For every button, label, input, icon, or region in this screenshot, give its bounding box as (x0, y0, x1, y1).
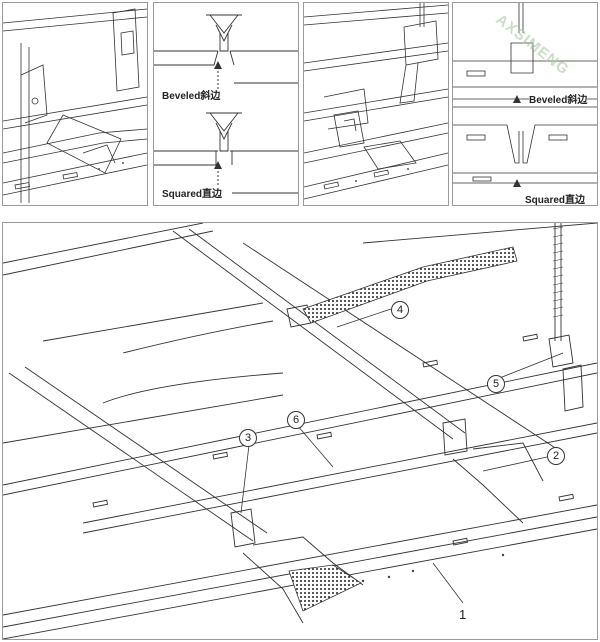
callout-4: 4 (391, 301, 409, 319)
callout-3: 3 (239, 429, 257, 447)
detail-panel-grid-corner (2, 2, 148, 206)
detail-panel-edge-profiles: Beveled斜边 Squared直边 (153, 2, 299, 206)
clip-profile-drawing (453, 3, 597, 187)
beveled-edge-label-b: Beveled斜边 (529, 91, 588, 106)
squared-edge-label: Squared直边 (162, 189, 223, 200)
detail-panel-clip-profiles: AXSIMENG Beveled斜边 Squared直边 (452, 2, 598, 206)
callout-6: 6 (287, 411, 305, 429)
edge-profile-drawing (154, 14, 298, 194)
squared-edge-label-b: Squared直边 (525, 191, 586, 205)
main-isometric-assembly: 4 5 6 3 2 1 (2, 222, 598, 640)
callout-2: 2 (547, 447, 565, 465)
assembly-drawing (3, 223, 597, 639)
beveled-edge-label: Beveled斜边 (162, 91, 221, 102)
grid-corner-drawing (3, 8, 147, 203)
callout-5: 5 (487, 375, 505, 393)
callout-1: 1 (459, 607, 467, 622)
hanger-bracket-drawing (304, 3, 448, 200)
detail-panel-hanger-bracket (303, 2, 449, 206)
